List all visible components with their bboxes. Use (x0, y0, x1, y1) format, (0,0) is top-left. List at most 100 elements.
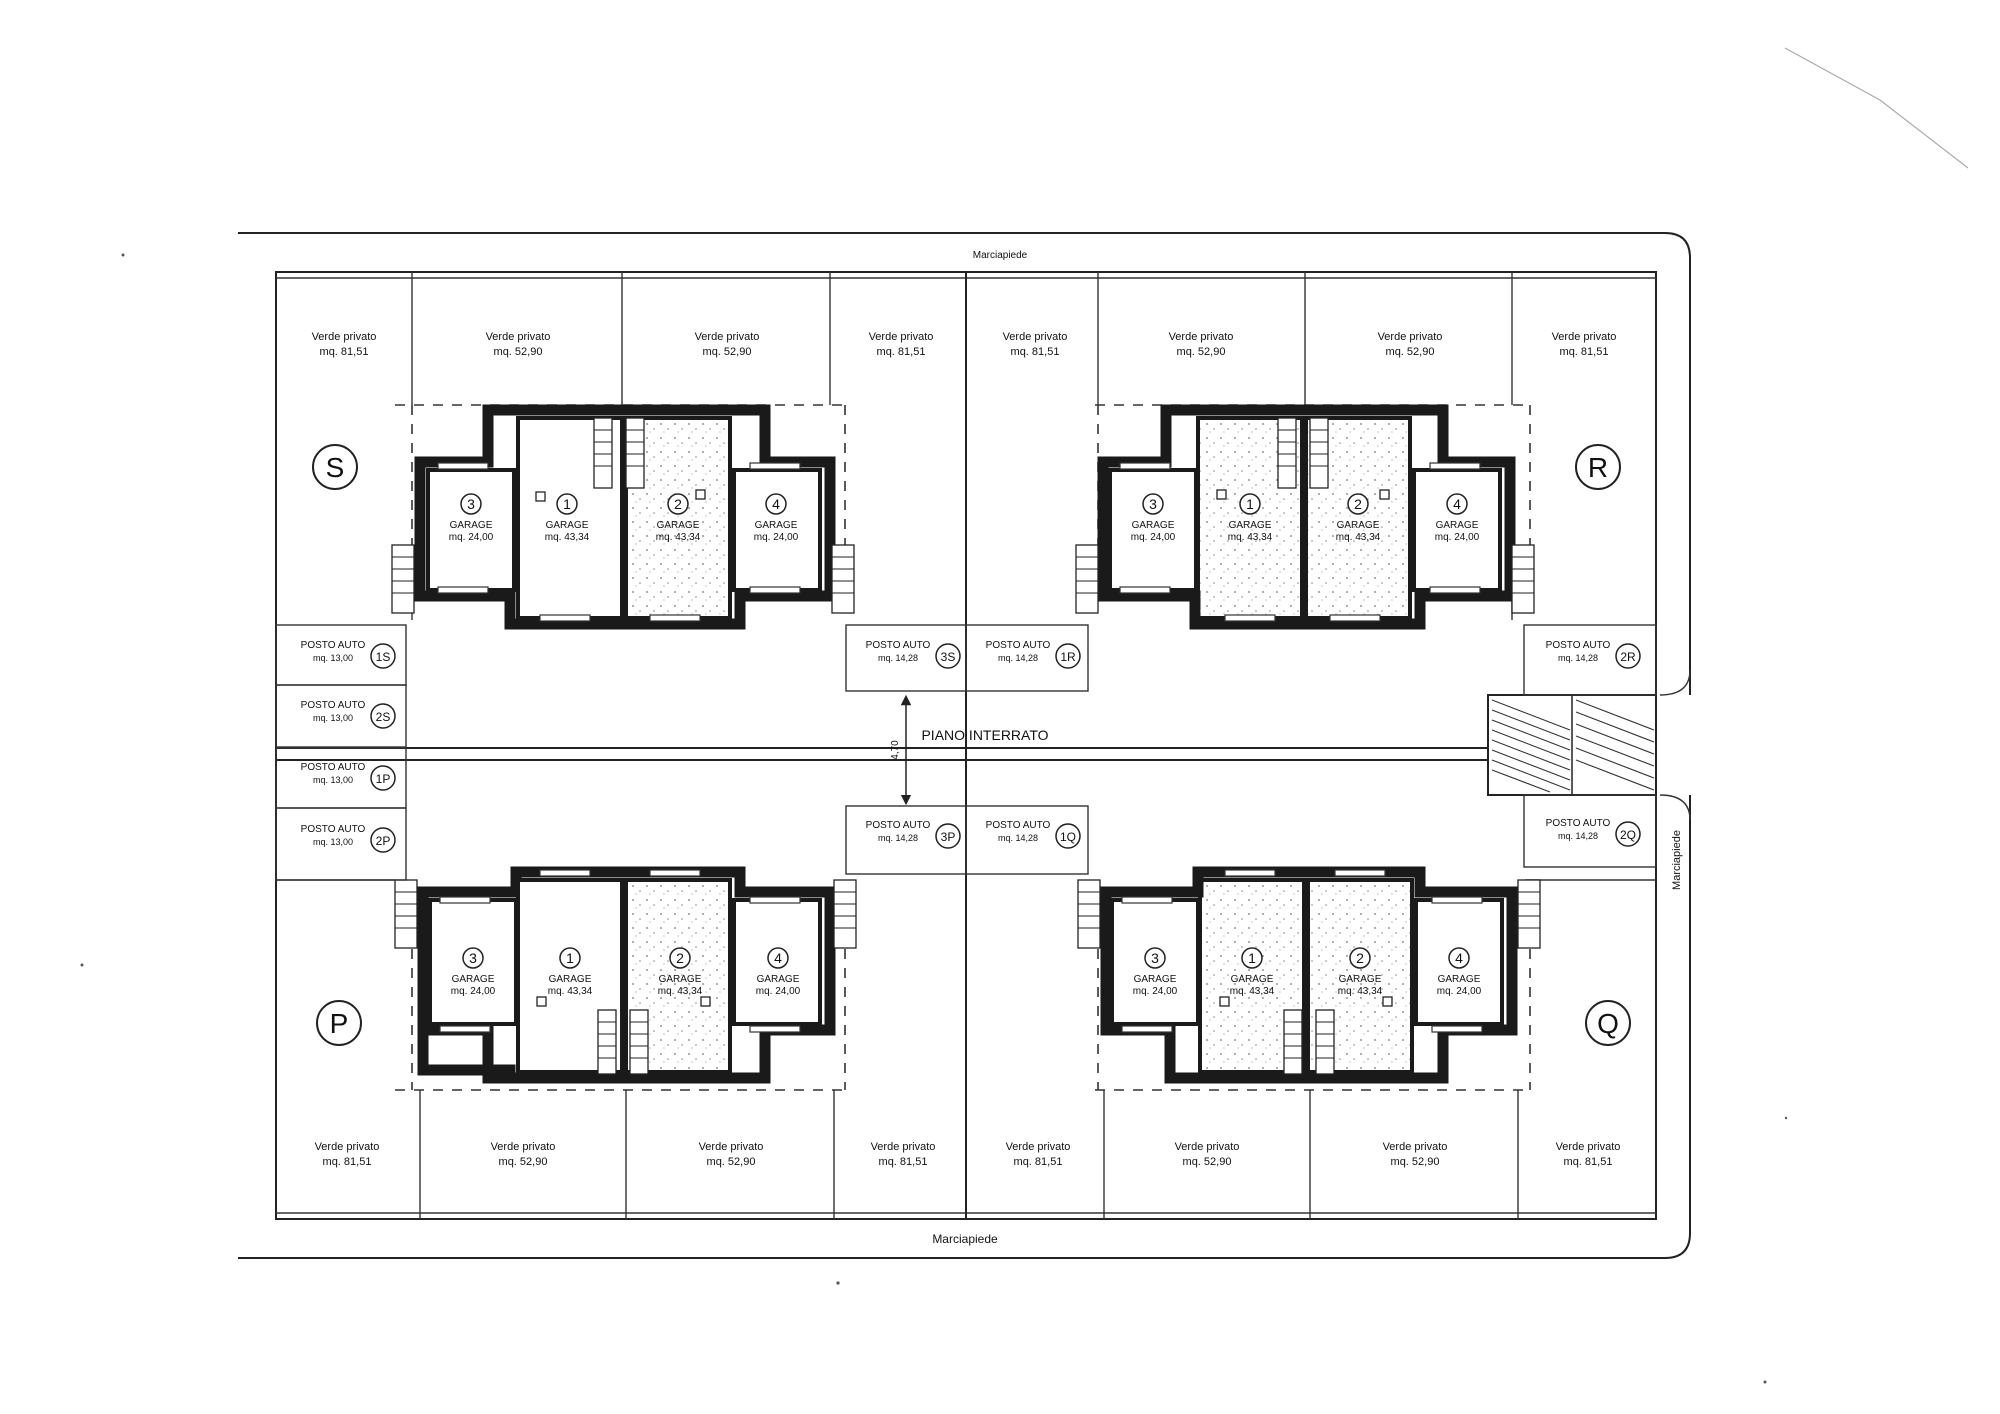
garage-q-3-number-circle (1349, 947, 1371, 969)
garden-r-1-label: Verde privato (1003, 331, 1068, 343)
garden-q-2-label: Verde privato (1175, 1141, 1240, 1153)
parking-2s-code: 2S (376, 710, 391, 724)
garage-s-2-label: GARAGE (546, 520, 589, 531)
garden-q-2-area: mq. 52,90 (1183, 1156, 1232, 1168)
parking-2p-code-circle (370, 827, 396, 853)
parking-2r-area: mq. 14,28 (1558, 653, 1598, 663)
garage-p-4-label: GARAGE (757, 974, 800, 985)
garage-r-3-number: 2 (1354, 496, 1362, 512)
garage-r-3-number-circle (1347, 493, 1369, 515)
garden-s-1-area: mq. 81,51 (320, 346, 369, 358)
garage-r-2-area: mq. 43,34 (1228, 532, 1273, 543)
garden-s-3-area: mq. 52,90 (703, 346, 752, 358)
garage-p-1-number: 3 (469, 950, 477, 966)
garage-p-4-number-circle (767, 947, 789, 969)
parking-2p-label: POSTO AUTO (301, 824, 366, 835)
garden-s-4-area: mq. 81,51 (877, 346, 926, 358)
garden-r-4-area: mq. 81,51 (1560, 346, 1609, 358)
parking-1q-code-circle (1055, 823, 1081, 849)
garage-s-1-label: GARAGE (450, 520, 493, 531)
parking-2r-code: 2R (1620, 650, 1636, 664)
garage-q-4-area: mq. 24,00 (1437, 986, 1482, 997)
garden-q-4-label: Verde privato (1556, 1141, 1621, 1153)
street-label-top: Marciapiede (973, 250, 1028, 261)
garage-r-4-area: mq. 24,00 (1435, 532, 1480, 543)
garage-s-2-number-circle (556, 493, 578, 515)
parking-2s-area: mq. 13,00 (313, 713, 353, 723)
garage-s-1-area: mq. 24,00 (449, 532, 494, 543)
garage-q-2-number: 1 (1248, 950, 1256, 966)
parking-3p-code: 3P (941, 830, 956, 844)
garage-r-2-number: 1 (1246, 496, 1254, 512)
garden-r-1-area: mq. 81,51 (1011, 346, 1060, 358)
garden-q-3-label: Verde privato (1383, 1141, 1448, 1153)
garage-s-2-area: mq. 43,34 (545, 532, 590, 543)
garage-s-4-label: GARAGE (755, 520, 798, 531)
garage-r-4-number-circle (1446, 493, 1468, 515)
garden-r-3-label: Verde privato (1378, 331, 1443, 343)
garage-q-4-label: GARAGE (1438, 974, 1481, 985)
parking-2p-area: mq. 13,00 (313, 837, 353, 847)
garden-p-1-label: Verde privato (315, 1141, 380, 1153)
parking-3p-area: mq. 14,28 (878, 833, 918, 843)
garage-r-4-number: 4 (1453, 496, 1461, 512)
garden-p-2-area: mq. 52,90 (499, 1156, 548, 1168)
parking-3s-area: mq. 14,28 (878, 653, 918, 663)
parking-1r-code-circle (1055, 643, 1081, 669)
access-ramp (1487, 694, 1657, 796)
garden-s-4-label: Verde privato (869, 331, 934, 343)
parking-1q-area: mq. 14,28 (998, 833, 1038, 843)
parking-1r-code: 1R (1060, 650, 1076, 664)
garage-q-3-number: 2 (1356, 950, 1364, 966)
garage-s-1-number-circle (460, 493, 482, 515)
garage-r-1-area: mq. 24,00 (1131, 532, 1176, 543)
parking-1s-area: mq. 13,00 (313, 653, 353, 663)
parking-1r-label: POSTO AUTO (986, 640, 1051, 651)
garden-s-1-label: Verde privato (312, 331, 377, 343)
garage-s-3-label: GARAGE (657, 520, 700, 531)
parking-2s-label: POSTO AUTO (301, 700, 366, 711)
parking-2p-code: 2P (376, 834, 391, 848)
parking-3s-label: POSTO AUTO (866, 640, 931, 651)
garage-p-4-area: mq. 24,00 (756, 986, 801, 997)
garage-s-2-number: 1 (563, 496, 571, 512)
building-p-marker (316, 1000, 362, 1046)
parking-1p-area: mq. 13,00 (313, 775, 353, 785)
parking-1s-label: POSTO AUTO (301, 640, 366, 651)
garage-p-1-area: mq. 24,00 (451, 986, 496, 997)
garage-q-4-number: 4 (1455, 950, 1463, 966)
garage-r-3-area: mq. 43,34 (1336, 532, 1381, 543)
garage-p-1-number-circle (462, 947, 484, 969)
parking-3s-code: 3S (941, 650, 956, 664)
parking-1p-label: POSTO AUTO (301, 762, 366, 773)
garage-p-2-number-circle (559, 947, 581, 969)
parking-2r-code-circle (1615, 643, 1641, 669)
garage-p-4-number: 4 (774, 950, 782, 966)
building-r (1075, 404, 1535, 630)
garden-s-2-area: mq. 52,90 (494, 346, 543, 358)
garage-p-2-label: GARAGE (549, 974, 592, 985)
parking-2r-label: POSTO AUTO (1546, 640, 1611, 651)
garage-r-1-number-circle (1142, 493, 1164, 515)
parking-1s-code-circle (370, 643, 396, 669)
garage-q-3-area: mq. 43,34 (1338, 986, 1383, 997)
parking-boxes (275, 624, 1657, 881)
garage-p-3-area: mq. 43,34 (658, 986, 703, 997)
garage-s-4-number-circle (765, 493, 787, 515)
building-s-letter: S (326, 452, 345, 483)
garden-p-3-area: mq. 52,90 (707, 1156, 756, 1168)
garage-q-1-label: GARAGE (1134, 974, 1177, 985)
garden-r-4-label: Verde privato (1552, 331, 1617, 343)
garden-q-4-area: mq. 81,51 (1564, 1156, 1613, 1168)
garage-p-3-number-circle (669, 947, 691, 969)
garage-p-1-label: GARAGE (452, 974, 495, 985)
garden-r-3-area: mq. 52,90 (1386, 346, 1435, 358)
scan-marks (80, 47, 1969, 1384)
garden-s-2-label: Verde privato (486, 331, 551, 343)
parking-2s-code-circle (370, 703, 396, 729)
garage-q-1-area: mq. 24,00 (1133, 986, 1178, 997)
garage-s-3-number-circle (667, 493, 689, 515)
parking-2q-code: 2Q (1620, 828, 1636, 842)
garage-s-1-number: 3 (467, 496, 475, 512)
